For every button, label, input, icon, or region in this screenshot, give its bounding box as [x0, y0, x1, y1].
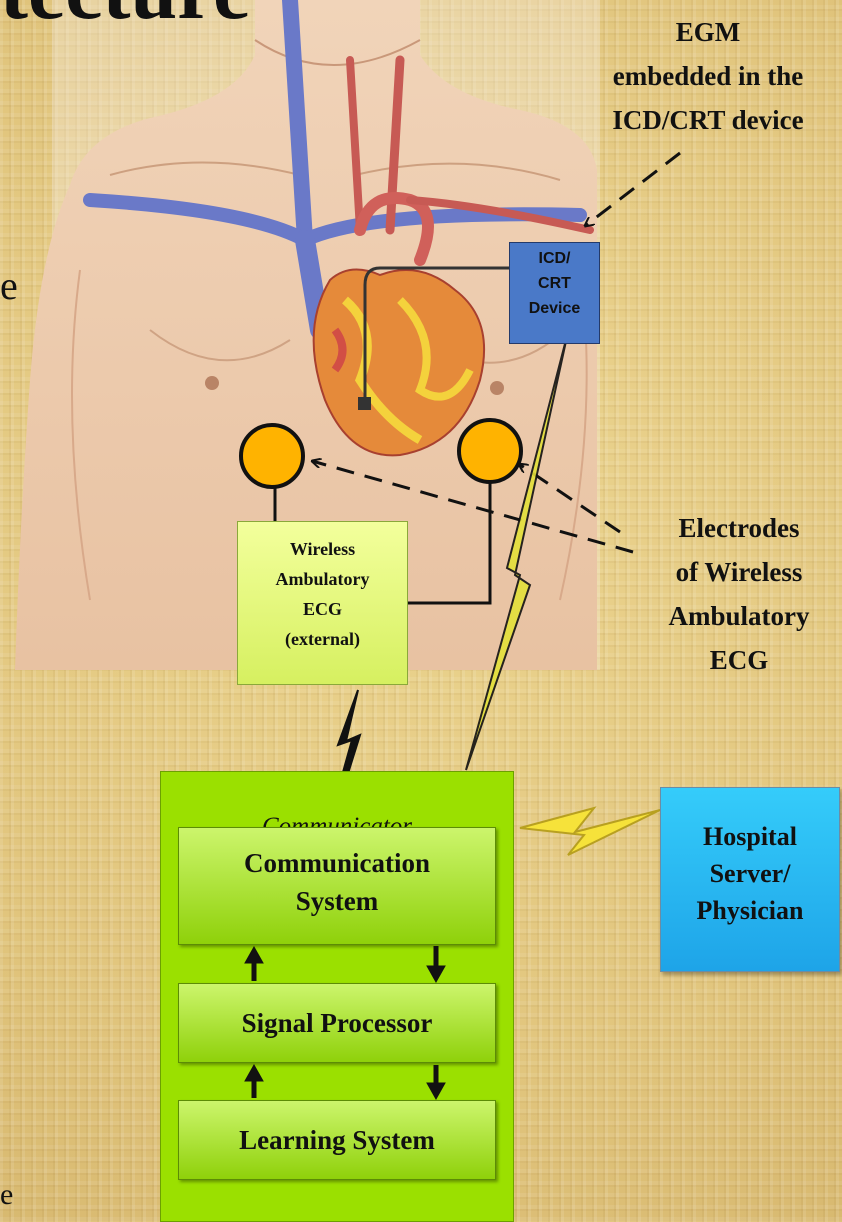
- hospital-label-line: Physician: [661, 892, 839, 929]
- hospital-server-box: Hospital Server/ Physician: [660, 787, 840, 972]
- hospital-label-line: Hospital: [661, 818, 839, 855]
- up-arrow-icon: [245, 1065, 263, 1098]
- down-arrow-icon: [427, 946, 445, 982]
- down-arrow-icon: [427, 1065, 445, 1099]
- up-arrow-icon: [245, 947, 263, 981]
- hospital-label-line: Server/: [661, 855, 839, 892]
